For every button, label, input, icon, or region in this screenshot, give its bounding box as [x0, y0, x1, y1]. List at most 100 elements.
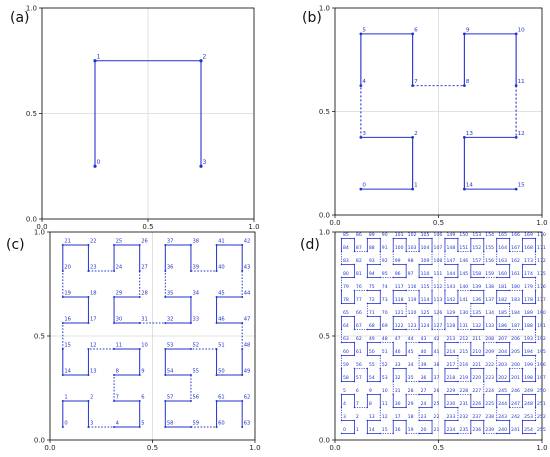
vertex-point — [353, 432, 356, 435]
vertex-label: 63 — [244, 421, 251, 427]
vertex-label: 245 — [498, 388, 507, 394]
vertex-label: 76 — [356, 284, 362, 290]
vertex-label: 159 — [485, 271, 494, 277]
vertex-label: 73 — [382, 297, 388, 303]
vertex-point — [508, 341, 511, 344]
x-tick-label: 0.0 — [329, 219, 340, 227]
vertex-label: 54 — [369, 375, 375, 381]
vertex-point — [444, 341, 446, 344]
vertex-point — [462, 84, 466, 88]
vertex-point — [113, 426, 116, 428]
vertex-label: 27 — [421, 388, 427, 394]
vertex-point — [353, 406, 356, 409]
vertex-label: 12 — [518, 131, 525, 137]
vertex-point — [87, 296, 90, 298]
vertex-label: 192 — [537, 336, 546, 342]
vertex-label: 186 — [498, 323, 507, 329]
vertex-point — [483, 341, 485, 344]
vertex-label: 33 — [192, 317, 199, 323]
x-tick-label: 0.5 — [433, 219, 444, 227]
vertex-label: 58 — [167, 421, 174, 427]
vertex-label: 184 — [511, 310, 520, 316]
vertex-label: 119 — [408, 297, 417, 303]
vertex-point — [392, 328, 394, 331]
vertex-label: 9 — [141, 369, 144, 375]
vertex-point — [164, 244, 167, 246]
vertex-point — [496, 250, 498, 253]
vertex-point — [521, 237, 524, 240]
vertex-point — [470, 432, 472, 435]
vertex-label: 38 — [192, 239, 199, 245]
vertex-point — [87, 244, 90, 246]
vertex-label: 85 — [343, 232, 349, 238]
vertex-label: 204 — [498, 349, 507, 355]
vertex-label: 3 — [362, 131, 366, 137]
vertex-label: 13 — [90, 369, 97, 375]
vertex-point — [418, 367, 420, 370]
vertex-label: 42 — [434, 336, 440, 342]
vertex-label: 31 — [395, 388, 401, 394]
vertex-label: 7 — [116, 395, 119, 401]
vertex-label: 40 — [421, 349, 427, 355]
vertex-point — [87, 322, 90, 324]
vertex-label: 252 — [537, 414, 546, 420]
vertex-point — [431, 237, 433, 240]
vertex-label: 147 — [446, 258, 455, 264]
vertex-point — [514, 135, 518, 139]
vertex-point — [483, 380, 485, 383]
vertex-label: 62 — [356, 336, 362, 342]
vertex-label: 55 — [369, 362, 375, 368]
vertex-label: 1 — [97, 53, 101, 60]
vertex-label: 30 — [395, 401, 401, 407]
vertex-label: 240 — [498, 427, 507, 433]
vertex-label: 19 — [408, 427, 414, 433]
vertex-label: 127 — [434, 323, 443, 329]
vertex-point — [418, 432, 420, 435]
vertex-label: 237 — [472, 414, 481, 420]
vertex-point — [470, 263, 472, 266]
vertex-point — [379, 237, 381, 240]
vertex-point — [379, 406, 381, 409]
vertex-point — [521, 302, 524, 305]
vertex-point — [392, 367, 394, 370]
vertex-label: 60 — [218, 421, 225, 427]
vertex-label: 37 — [434, 375, 440, 381]
vertex-label: 60 — [343, 349, 349, 355]
vertex-point — [366, 341, 369, 344]
vertex-point — [496, 432, 498, 435]
y-tick-label: 0.5 — [34, 333, 45, 341]
vertex-point — [189, 322, 192, 324]
vertex-label: 1 — [414, 183, 418, 189]
vertex-label: 250 — [537, 388, 546, 394]
vertex-point — [431, 432, 433, 435]
vertex-label: 173 — [524, 258, 533, 264]
vertex-label: 11 — [518, 79, 526, 85]
vertex-label: 114 — [421, 297, 430, 303]
vertex-point — [215, 400, 218, 402]
vertex-label: 84 — [343, 245, 349, 251]
vertex-label: 79 — [343, 284, 349, 290]
vertex-point — [418, 263, 420, 266]
vertex-point — [508, 432, 511, 435]
vertex-point — [470, 380, 472, 383]
vertex-point — [457, 354, 459, 357]
vertex-label: 241 — [511, 427, 520, 433]
vertex-point — [405, 237, 407, 240]
vertex-point — [241, 400, 244, 402]
vertex-point — [379, 367, 381, 370]
vertex-point — [431, 250, 433, 253]
vertex-point — [508, 250, 511, 253]
vertex-label: 63 — [343, 336, 349, 342]
vertex-label: 7 — [356, 401, 359, 407]
vertex-label: 80 — [343, 271, 349, 277]
vertex-point — [353, 263, 356, 266]
vertex-point — [521, 328, 524, 331]
vertex-point — [366, 367, 369, 370]
vertex-point — [199, 164, 203, 168]
vertex-point — [87, 426, 90, 428]
vertex-label: 41 — [218, 239, 225, 245]
vertex-point — [508, 367, 511, 370]
vertex-point — [392, 302, 394, 305]
vertex-point — [379, 419, 381, 422]
vertex-label: 193 — [524, 336, 533, 342]
